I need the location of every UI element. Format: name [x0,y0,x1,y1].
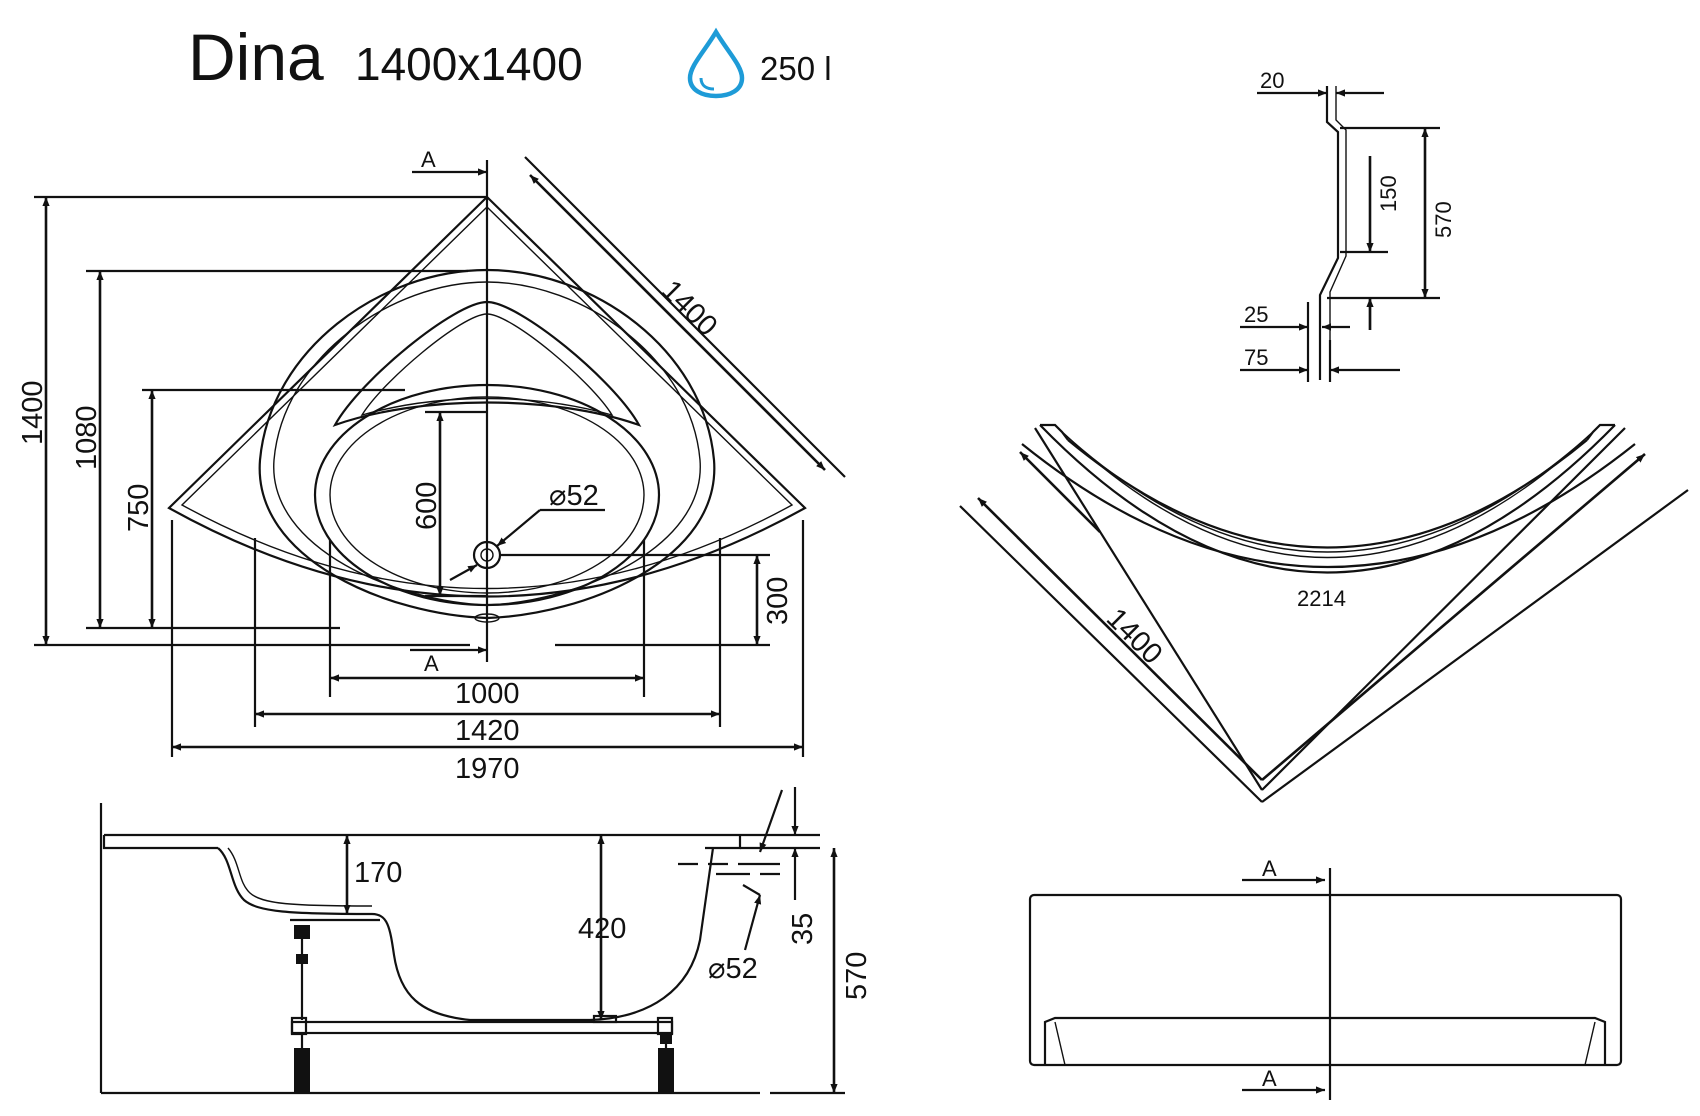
section-label-a-front-bottom: A [1262,1066,1277,1091]
volume-label: 250 l [760,50,832,87]
dim-width-1420: 1420 [455,715,520,747]
header: Dina 1400x1400 250 l [188,20,832,99]
dim-drain-52: ⌀52 [549,480,599,512]
dim-570-profile: 570 [1431,201,1456,238]
dim-arc-2214: 2214 [1297,586,1346,611]
section-label-a-bottom: A [424,651,439,676]
dim-75: 75 [1244,345,1268,370]
dim-side-1400: 1400 [1100,602,1168,670]
dim-420: 420 [578,913,626,945]
dim-150: 150 [1376,175,1401,212]
dim-width-1970: 1970 [455,753,520,785]
profile-detail: 20 570 150 25 75 [1240,68,1456,382]
dim-35: 35 [787,913,819,945]
section-view: 170 420 35 ⌀52 570 [99,787,873,1095]
model-size: 1400x1400 [355,38,583,90]
section-label-a-front-top: A [1262,856,1277,881]
dim-20: 20 [1260,68,1284,93]
dim-170: 170 [354,857,402,889]
front-view: A A [1028,856,1623,1100]
panel-view: 2214 1400 [959,423,1689,803]
dim-600: 600 [411,482,443,530]
dim-height-750: 750 [123,484,155,532]
dim-25: 25 [1244,302,1268,327]
dim-width-1000: 1000 [455,678,520,710]
dim-height-1080: 1080 [71,405,103,470]
model-title: Dina [188,20,324,94]
dim-570-section: 570 [841,952,873,1000]
top-view: A A 1400 1400 1080 750 600 ⌀52 [17,147,846,785]
dim-height-1400: 1400 [17,380,49,445]
dim-drain-52-section: ⌀52 [708,953,758,985]
dim-diagonal-1400: 1400 [655,274,723,342]
dim-300: 300 [762,577,794,625]
section-label-a-top: A [421,147,436,172]
water-drop-icon [687,27,745,99]
